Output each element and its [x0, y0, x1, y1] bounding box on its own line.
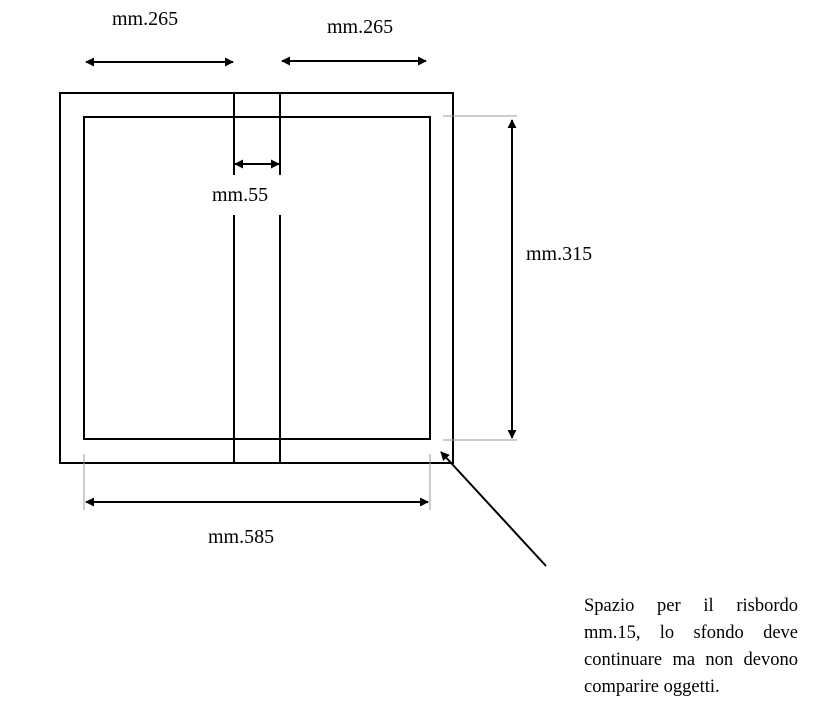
top-left-width-label: mm.265 — [112, 8, 179, 30]
total-width-label: mm.585 — [208, 526, 275, 548]
note-pointer-arrow — [440, 451, 547, 567]
outer-frame — [59, 92, 454, 464]
top-right-width-label: mm.265 — [327, 16, 394, 38]
height-label: mm.315 — [526, 243, 593, 265]
inner-area — [83, 116, 431, 440]
center-gap-label: mm.55 — [212, 184, 269, 206]
bleed-note: Spazio per il risbordo mm.15, lo sfondo … — [584, 596, 798, 697]
